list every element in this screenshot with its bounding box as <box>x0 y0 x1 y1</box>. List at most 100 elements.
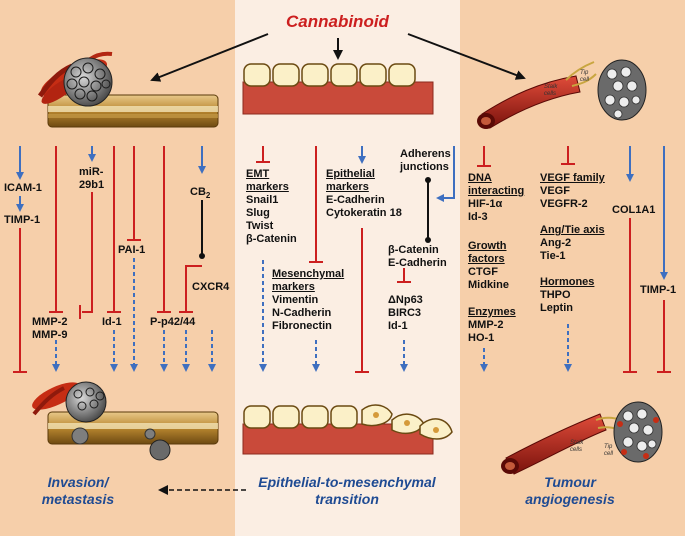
label-tip-cell-top: Tip cell <box>580 70 589 84</box>
caption-emt: Epithelial-to-mesenchymal transition <box>236 474 458 508</box>
epi-item: Cytokeratin 18 <box>326 207 402 219</box>
diagram-title: Cannabinoid <box>286 12 389 31</box>
hormones-block: Hormones THPO Leptin <box>540 276 594 315</box>
label-tip-cell-bottom: Tip cell <box>604 444 613 458</box>
tip-top-line2: cell <box>580 77 590 83</box>
label-id1-left: Id-1 <box>102 316 122 328</box>
arrow-to-angiogenesis <box>407 33 526 80</box>
epi-heading-line2: markers <box>326 181 369 193</box>
tip-bot-line2: cell <box>604 451 614 457</box>
label-stalk-cells-bottom: Stalk cells <box>570 440 583 454</box>
vegf-item: VEGFR-2 <box>540 198 588 210</box>
epi-heading-line1: Epithelial <box>326 168 375 180</box>
caption-invasion: Invasion/ metastasis <box>8 474 148 508</box>
caption-angio-line1: Tumour <box>544 474 596 490</box>
tumour-bottom-right <box>613 401 663 463</box>
label-cb-main: CB <box>190 186 206 198</box>
label-cb2: CB2 <box>190 186 210 202</box>
vegf-heading: VEGF family <box>540 172 605 184</box>
vegf-family-block: VEGF family VEGF VEGFR-2 <box>540 172 605 211</box>
np63-item: BIRC3 <box>388 307 422 319</box>
blood-vessel-top-right <box>477 61 597 129</box>
vegf-item: VEGF <box>540 185 570 197</box>
emt-item: Twist <box>246 220 274 232</box>
label-icam1: ICAM-1 <box>4 182 42 194</box>
mesenchymal-markers-block: Mesenchymal markers Vimentin N-Cadherin … <box>272 268 344 333</box>
emt-heading-line1: EMT <box>246 168 270 180</box>
hor-item: THPO <box>540 289 571 301</box>
label-pai1: PAI-1 <box>118 244 146 256</box>
caption-invasion-line1: Invasion/ <box>47 474 109 490</box>
mes-heading-line2: markers <box>272 281 315 293</box>
emt-item: β-Catenin <box>246 233 297 245</box>
enz-item: HO-1 <box>468 332 495 344</box>
mes-item: Vimentin <box>272 294 319 306</box>
ang-tie-block: Ang/Tie axis Ang-2 Tie-1 <box>540 224 605 263</box>
enzymes-block: Enzymes MMP-2 HO-1 <box>468 306 516 345</box>
emt-heading-line2: markers <box>246 181 289 193</box>
tumour-top-left <box>63 57 113 107</box>
epithelial-markers-block: Epithelial markers E-Cadherin Cytokerati… <box>326 168 402 220</box>
mes-heading-line1: Mesenchymal <box>272 268 345 280</box>
blood-vessel-bottom-right <box>501 413 627 475</box>
emt-markers-block: EMT markers Snail1 Slug Twist β-Catenin <box>246 168 297 246</box>
np63-item: Id-1 <box>388 320 408 332</box>
emt-item: Snail1 <box>246 194 279 206</box>
np63-item: ΔNp63 <box>388 294 423 306</box>
stalk-bot-line1: Stalk <box>570 440 584 446</box>
label-cxcr4: CXCR4 <box>192 281 230 293</box>
gf-heading-line1: Growth <box>468 240 507 252</box>
caption-invasion-line2: metastasis <box>41 491 115 507</box>
epithelium-top <box>242 63 434 115</box>
tip-top-line1: Tip <box>580 70 589 76</box>
dna-item: Id-3 <box>468 211 488 223</box>
hor-heading: Hormones <box>540 276 595 288</box>
np63-block: ΔNp63 BIRC3 Id-1 <box>388 294 423 333</box>
right-pathways <box>477 146 671 373</box>
mes-item: N-Cadherin <box>272 307 332 319</box>
label-stalk-cells-top: Stalk cells <box>544 84 557 98</box>
enz-heading: Enzymes <box>468 306 516 318</box>
label-mmp2-left: MMP-2 <box>32 316 68 328</box>
middle-pathways <box>256 146 455 373</box>
ang-item: Ang-2 <box>540 237 572 249</box>
arrow-to-invasion <box>150 33 269 82</box>
caption-angiogenesis: Tumour angiogenesis <box>470 474 670 508</box>
label-cb-sub: 2 <box>205 191 211 201</box>
gf-item: CTGF <box>468 266 498 278</box>
left-pathways <box>13 146 216 373</box>
gf-heading-line2: factors <box>468 253 505 265</box>
emt-item: Slug <box>246 207 270 219</box>
panel-invasion <box>0 0 235 536</box>
mes-item: Fibronectin <box>272 320 332 332</box>
enz-item: MMP-2 <box>468 319 504 331</box>
dna-interacting-block: DNA interacting HIF-1α Id-3 <box>468 172 524 224</box>
label-col1a1: COL1A1 <box>612 204 656 216</box>
epithelium-bottom <box>242 404 453 455</box>
tumour-top-right <box>597 59 647 121</box>
adherens-items-block: β-Catenin E-Cadherin <box>388 244 447 270</box>
epi-item: E-Cadherin <box>326 194 385 206</box>
dna-heading-line1: DNA <box>468 172 492 184</box>
stalk-bot-line2: cells <box>570 447 583 453</box>
label-pp42-44: P-p42/44 <box>150 316 196 328</box>
caption-emt-line2: transition <box>315 491 379 507</box>
label-timp1-left: TIMP-1 <box>4 214 41 226</box>
label-mir-line2: 29b1 <box>79 179 105 191</box>
ang-item: Tie-1 <box>540 250 566 262</box>
dna-heading-line2: interacting <box>468 185 525 197</box>
adherens-line2: junctions <box>400 161 449 173</box>
adherens-item: E-Cadherin <box>388 257 447 269</box>
tip-bot-line1: Tip <box>604 444 613 450</box>
ang-heading: Ang/Tie axis <box>540 224 605 236</box>
dna-item: HIF-1α <box>468 198 503 210</box>
adherens-block: Adherens junctions <box>400 148 451 174</box>
stalk-top-line1: Stalk <box>544 84 558 90</box>
caption-angio-line2: angiogenesis <box>525 491 615 507</box>
label-timp1-right: TIMP-1 <box>640 284 677 296</box>
hor-item: Leptin <box>540 302 573 314</box>
vessel-bottom-left <box>32 381 219 461</box>
label-mmp9-left: MMP-9 <box>32 329 68 341</box>
